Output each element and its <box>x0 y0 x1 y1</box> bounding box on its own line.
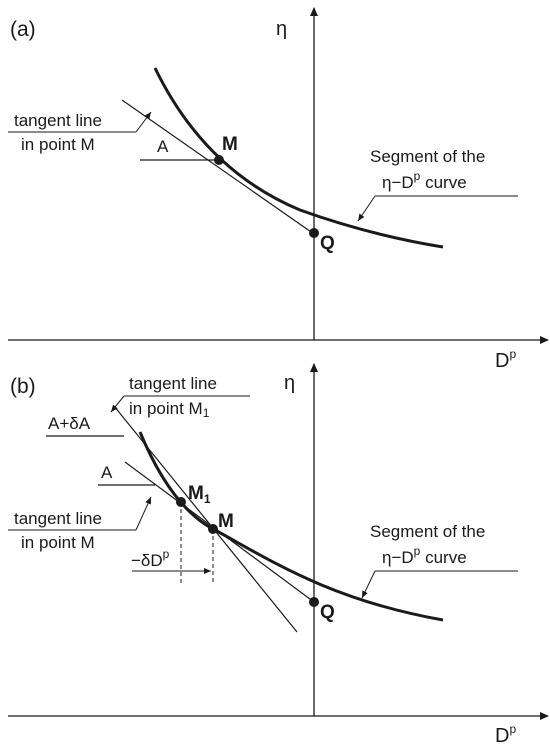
panel-a-tangent-label-line2: in point M <box>21 135 95 154</box>
panel-a: (a) η Dp A M Q tangent line in point M S… <box>8 7 549 372</box>
panel-a-x-axis-label: Dp <box>495 347 516 372</box>
panel-b-point-m-label: M <box>218 511 234 532</box>
panel-b-delta-label: −δDp <box>131 547 170 570</box>
panel-a-point-m <box>214 155 224 165</box>
panel-b-tangent-m1-label-line2: in point M1 <box>129 399 210 420</box>
panel-b-label: (b) <box>10 375 36 398</box>
panel-b-tangent-m-leader <box>135 496 152 531</box>
panel-a-point-q-label: Q <box>320 233 335 254</box>
panel-b-tangent-m1-leader <box>110 395 125 413</box>
panel-a-tangent-leader <box>135 111 152 133</box>
panel-b-tangent-m-label-line1: tangent line <box>14 509 102 528</box>
panel-a-curve-label-line1: Segment of the <box>370 147 485 166</box>
panel-a-point-m-label: M <box>222 134 238 155</box>
panel-b-point-q <box>309 597 319 607</box>
panel-b-point-m1-label: M1 <box>188 483 211 506</box>
panel-b-tangent-line-m1 <box>113 405 298 633</box>
panel-b: (b) η Dp A+δA A tangent line in point M1… <box>8 363 549 747</box>
panel-b-tangent-m1-label-line1: tangent line <box>129 374 217 393</box>
panel-b-curve-label-line1: Segment of the <box>370 522 485 541</box>
panel-a-curve-leader <box>357 195 376 222</box>
panel-a-eta-dp-curve <box>153 67 444 249</box>
panel-b-point-q-label: Q <box>320 602 335 623</box>
panel-a-tangent-line <box>121 99 315 235</box>
panel-b-tangent-line-m <box>124 461 315 603</box>
panel-b-angle-delta-label: A+δA <box>48 414 91 433</box>
panel-b-x-axis-label: Dp <box>495 722 516 747</box>
panel-b-y-axis-label: η <box>284 372 295 394</box>
panel-b-tangent-m-label-line2: in point M <box>21 533 95 552</box>
panel-a-curve-label-line2: η−Dp curve <box>382 169 467 192</box>
panel-b-angle-label: A <box>101 463 113 482</box>
panel-b-curve-leader <box>361 570 376 599</box>
panel-a-label: (a) <box>10 18 36 41</box>
panel-b-curve-label-line2: η−Dp curve <box>382 544 467 567</box>
panel-a-tangent-label-line1: tangent line <box>14 111 102 130</box>
panel-a-point-q <box>309 228 319 238</box>
panel-a-y-axis-label: η <box>276 18 287 40</box>
panel-a-angle-label: A <box>157 137 169 156</box>
